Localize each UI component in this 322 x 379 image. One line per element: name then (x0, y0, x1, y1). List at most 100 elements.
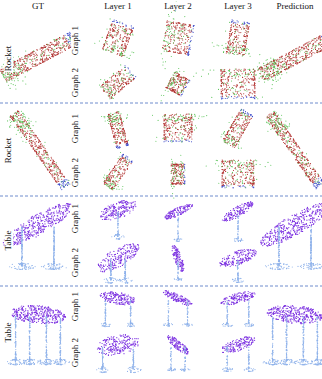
point (222, 98, 223, 99)
point (9, 74, 10, 75)
point (45, 49, 46, 50)
point (245, 30, 246, 31)
point (191, 36, 192, 37)
point (46, 59, 47, 60)
point (217, 45, 218, 46)
point (190, 37, 191, 38)
point (125, 48, 126, 49)
point (107, 37, 108, 38)
point (30, 68, 31, 69)
point (16, 74, 17, 75)
point (226, 51, 227, 52)
point (113, 85, 114, 86)
point (28, 54, 29, 55)
point (7, 72, 8, 73)
point (28, 56, 29, 57)
point (127, 44, 128, 45)
point (168, 91, 169, 92)
point (11, 76, 12, 77)
point (56, 43, 57, 44)
point (104, 90, 105, 91)
point (64, 41, 65, 42)
point (118, 87, 119, 88)
point (179, 92, 180, 93)
point (44, 59, 45, 60)
point (166, 41, 167, 42)
point (124, 48, 125, 49)
point (107, 47, 108, 48)
point (113, 86, 114, 87)
point (239, 41, 240, 42)
point (30, 53, 31, 54)
point (55, 51, 56, 52)
point (239, 45, 240, 46)
point (121, 77, 122, 78)
point (103, 82, 104, 83)
point (226, 48, 227, 49)
point (114, 19, 115, 20)
point (187, 36, 188, 37)
point (52, 55, 53, 56)
point (111, 44, 112, 45)
point (161, 95, 162, 96)
point (118, 31, 119, 32)
point (3, 74, 4, 75)
point (183, 36, 184, 37)
point (120, 54, 121, 55)
point (54, 49, 55, 50)
point (187, 79, 188, 80)
point (50, 47, 51, 48)
point (186, 35, 187, 36)
point (243, 48, 244, 49)
point (236, 51, 237, 52)
point (189, 47, 190, 48)
point (20, 65, 21, 66)
point (115, 46, 116, 47)
point (169, 50, 170, 51)
point (58, 38, 59, 39)
point (230, 52, 231, 53)
point (186, 48, 187, 49)
point (166, 25, 167, 26)
point (236, 54, 237, 55)
point (113, 75, 114, 76)
point (114, 24, 115, 25)
point (122, 54, 123, 55)
point (16, 63, 17, 64)
point (186, 52, 187, 53)
point (247, 22, 248, 23)
point (162, 47, 163, 48)
point (24, 58, 25, 59)
point (169, 32, 170, 33)
point (181, 36, 182, 37)
point (110, 28, 111, 29)
point (236, 50, 237, 51)
point (103, 89, 104, 90)
point (22, 80, 23, 81)
point (51, 54, 52, 55)
point (67, 33, 68, 34)
point (178, 87, 179, 88)
point (130, 34, 131, 35)
point (122, 49, 123, 50)
point (40, 49, 41, 50)
point (125, 31, 126, 32)
point (126, 25, 127, 26)
point (221, 89, 222, 90)
point (49, 45, 50, 46)
point (51, 44, 52, 45)
point (15, 61, 16, 62)
point (239, 50, 240, 51)
point (244, 34, 245, 35)
point (54, 46, 55, 47)
point (230, 41, 231, 42)
point (171, 37, 172, 38)
point (234, 54, 235, 55)
point (182, 85, 183, 86)
point (182, 39, 183, 40)
point (14, 65, 15, 66)
point (116, 35, 117, 36)
point (165, 46, 166, 47)
point (123, 41, 124, 42)
point (116, 73, 117, 74)
